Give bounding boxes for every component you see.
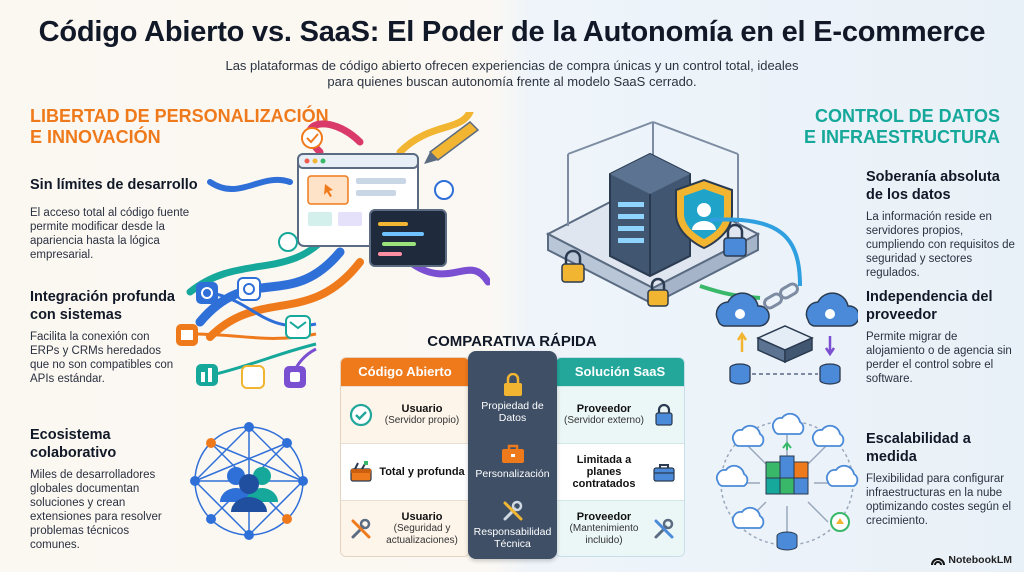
- wrench-screwdriver-icon: [351, 518, 371, 539]
- right-heading-line1: CONTROL DE DATOS: [814, 106, 1000, 126]
- network-people-icon: [190, 422, 308, 540]
- briefcase-icon: [653, 464, 675, 482]
- criterion-customization: Personalización: [468, 441, 557, 480]
- open-source-header: Código Abierto: [341, 358, 469, 386]
- badge-label: NotebookLM: [948, 554, 1012, 566]
- cloud-chain-icon: [715, 282, 858, 385]
- cell-main: Usuario: [401, 511, 443, 523]
- saas-row-responsibility: Proveedor(Mantenimiento incluido): [556, 500, 684, 556]
- page-title: Código Abierto vs. SaaS: El Poder de la …: [38, 16, 986, 48]
- notebooklm-logo-icon: [931, 558, 946, 566]
- right-heading-line2: E INFRAESTRUCTURA: [804, 127, 1000, 147]
- feature-desc: Flexibilidad para configurar infraestruc…: [866, 473, 1012, 527]
- saas-header: Solución SaaS: [556, 358, 684, 386]
- cell-main: Proveedor: [576, 511, 632, 523]
- server-shield-icon: [545, 121, 761, 307]
- wrench-screwdriver-icon: [654, 518, 674, 539]
- left-section-heading: LIBERTAD DE PERSONALIZACIÓN E INNOVACIÓN: [30, 106, 360, 148]
- cell-main: Limitada a planes contratados: [572, 454, 636, 490]
- cell-sub: (Seguridad y actualizaciones): [386, 523, 458, 546]
- cell-main: Total y profunda: [379, 466, 465, 478]
- open-row-responsibility: Usuario(Seguridad y actualizaciones): [341, 500, 469, 556]
- feature-title: Ecosistema colaborativo: [30, 427, 117, 461]
- saas-row-data: Proveedor(Servidor externo): [556, 386, 684, 443]
- cell-main: Proveedor: [576, 403, 632, 415]
- open-row-data: Usuario(Servidor propio): [341, 386, 469, 443]
- criterion-tech-responsibility: Responsabilidad Técnica: [468, 499, 557, 550]
- feature-soberania: Soberanía absoluta de los datos La infor…: [866, 168, 1016, 280]
- feature-title: Independencia del proveedor: [866, 289, 993, 323]
- cell-main: Usuario: [401, 403, 443, 415]
- criterion-label: Personalización: [475, 468, 550, 480]
- feature-desc: Miles de desarrolladores globales docume…: [30, 469, 162, 551]
- left-heading-line1: LIBERTAD DE PERSONALIZACIÓN: [30, 106, 329, 126]
- feature-sin-limites: Sin límites de desarrollo El acceso tota…: [30, 176, 205, 262]
- open-source-column: Código Abierto Usuario(Servidor propio) …: [340, 357, 470, 557]
- feature-ecosistema: Ecosistema colaborativo Miles de desarro…: [30, 426, 180, 552]
- page-subtitle: Las plataformas de código abierto ofrece…: [225, 58, 799, 89]
- criterion-label: Responsabilidad Técnica: [473, 526, 552, 550]
- browser-code-icon: [186, 112, 490, 341]
- comparison-title: COMPARATIVA RÁPIDA: [427, 333, 597, 350]
- padlock-icon: [655, 403, 673, 426]
- integration-icon: [176, 277, 317, 389]
- right-section-heading: CONTROL DE DATOS E INFRAESTRUCTURA: [800, 106, 1000, 148]
- notebooklm-badge: NotebookLM: [931, 554, 1012, 566]
- feature-integracion: Integración profunda con sistemas Facili…: [30, 288, 180, 386]
- feature-desc: La información reside en servidores prop…: [866, 211, 1015, 279]
- check-circle-icon: [349, 403, 373, 427]
- criterion-label: Propiedad de Datos: [481, 400, 544, 424]
- padlock-icon: [503, 373, 522, 396]
- saas-column: Solución SaaS Proveedor(Servidor externo…: [555, 357, 685, 557]
- feature-desc: Facilita la conexión con ERPs y CRMs her…: [30, 331, 174, 385]
- feature-title: Sin límites de desarrollo: [30, 177, 198, 193]
- cell-sub: (Mantenimiento incluido): [569, 523, 639, 546]
- feature-independencia: Independencia del proveedor Permite migr…: [866, 288, 1016, 386]
- criteria-column: Propiedad de Datos Personalización Respo…: [468, 351, 557, 559]
- left-heading-line2: E INNOVACIÓN: [30, 127, 161, 147]
- tools-icon: [503, 500, 522, 521]
- toolbox-icon: [350, 461, 372, 482]
- open-row-customization: Total y profunda: [341, 443, 469, 500]
- cell-sub: (Servidor externo): [563, 415, 645, 426]
- cloud-scale-icon: [715, 412, 859, 551]
- criterion-data-ownership: Propiedad de Datos: [468, 373, 557, 424]
- feature-desc: Permite migrar de alojamiento o de agenc…: [866, 331, 1012, 385]
- feature-title: Integración profunda con sistemas: [30, 289, 175, 323]
- feature-desc: El acceso total al código fuente permite…: [30, 207, 190, 261]
- briefcase-icon: [501, 444, 524, 463]
- saas-row-customization: Limitada a planes contratados: [556, 443, 684, 500]
- cell-sub: (Servidor propio): [384, 415, 460, 426]
- comparison-table: Código Abierto Usuario(Servidor propio) …: [340, 351, 685, 559]
- feature-escalabilidad: Escalabilidad a medida Flexibilidad para…: [866, 430, 1016, 528]
- feature-title: Soberanía absoluta de los datos: [866, 169, 1000, 203]
- feature-title: Escalabilidad a medida: [866, 431, 971, 465]
